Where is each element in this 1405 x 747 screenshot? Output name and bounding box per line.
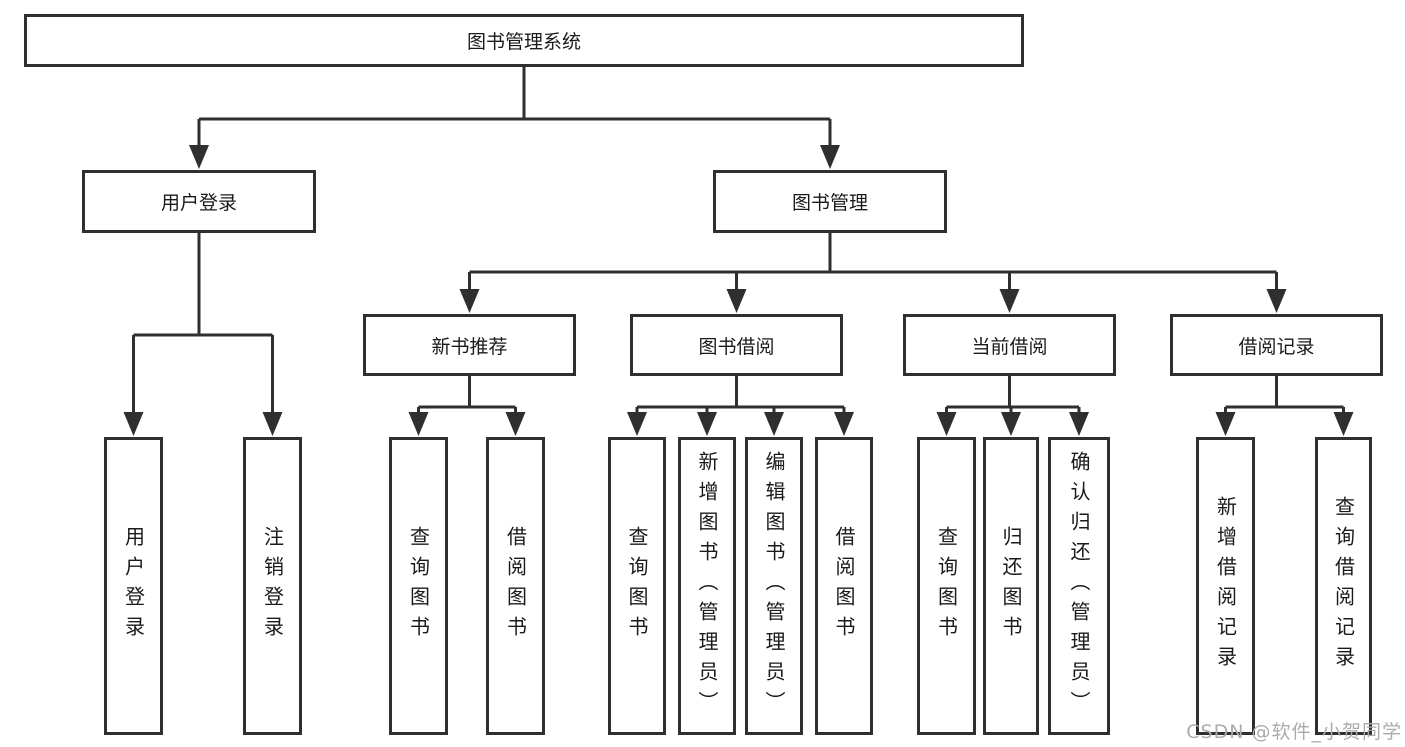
leaf-edit-books-admin: 编辑图书（管理员） <box>745 437 803 735</box>
leaf-query-books-recommend: 查询图书 <box>389 437 448 735</box>
leaf-borrow-books-borrowing: 借阅图书 <box>815 437 873 735</box>
node-book-management: 图书管理 <box>713 170 947 233</box>
leaf-add-books-admin: 新增图书（管理员） <box>678 437 736 735</box>
arrowhead-icons <box>123 145 1354 436</box>
leaf-query-books-borrowing: 查询图书 <box>608 437 666 735</box>
leaf-query-borrow-record: 查询借阅记录 <box>1315 437 1372 735</box>
node-book-borrowing: 图书借阅 <box>630 314 843 376</box>
node-current-borrowing: 当前借阅 <box>903 314 1116 376</box>
node-new-book-recommend: 新书推荐 <box>363 314 576 376</box>
leaf-user-login: 用户登录 <box>104 437 163 735</box>
leaf-logout: 注销登录 <box>243 437 302 735</box>
leaf-borrow-books-recommend: 借阅图书 <box>486 437 545 735</box>
watermark-csdn: CSDN @软件_小贺同学 <box>1186 721 1402 743</box>
leaf-add-borrow-record: 新增借阅记录 <box>1196 437 1255 735</box>
node-user-login: 用户登录 <box>82 170 316 233</box>
node-borrowing-records: 借阅记录 <box>1170 314 1383 376</box>
leaf-return-books: 归还图书 <box>983 437 1039 735</box>
leaf-query-books-current: 查询图书 <box>917 437 976 735</box>
leaf-confirm-return-admin: 确认归还（管理员） <box>1048 437 1110 735</box>
node-library-management-system: 图书管理系统 <box>24 14 1024 67</box>
